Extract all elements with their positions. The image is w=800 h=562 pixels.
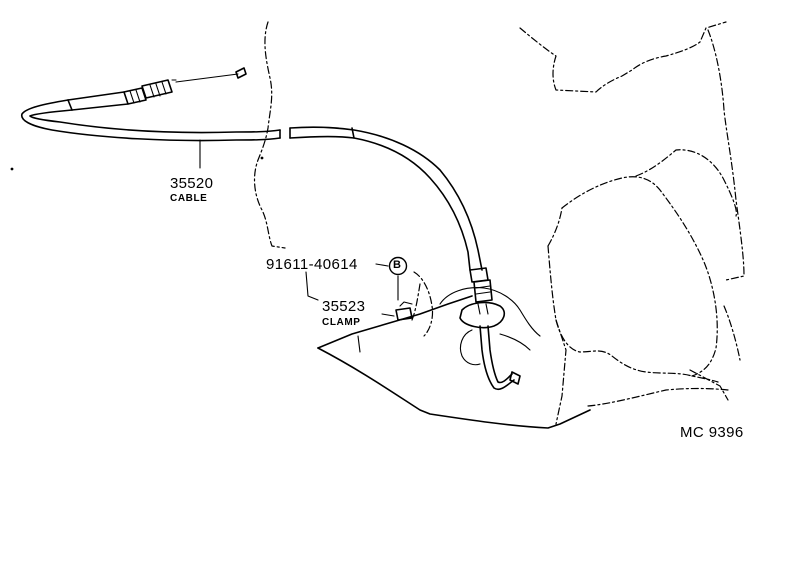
bolt-part-number: 91611-40614: [266, 256, 358, 273]
cable-part-number: 35520: [170, 175, 214, 192]
leader-lines: [199, 139, 399, 317]
clamp-part: [395, 301, 413, 321]
accelerator-cable: [21, 67, 521, 391]
diagram-code: MC 9396: [680, 424, 744, 441]
bolt-symbol: [388, 256, 408, 276]
speck: [260, 156, 264, 160]
clamp-part-number: 35523: [322, 298, 366, 315]
bolt-symbol-letter: B: [393, 259, 401, 271]
speck: [10, 167, 14, 171]
clamp-part-name: CLAMP: [322, 317, 361, 328]
transmission-case-outline: [253, 21, 745, 425]
lower-housing-outline: [317, 271, 591, 429]
cable-part-name: CABLE: [170, 193, 208, 204]
